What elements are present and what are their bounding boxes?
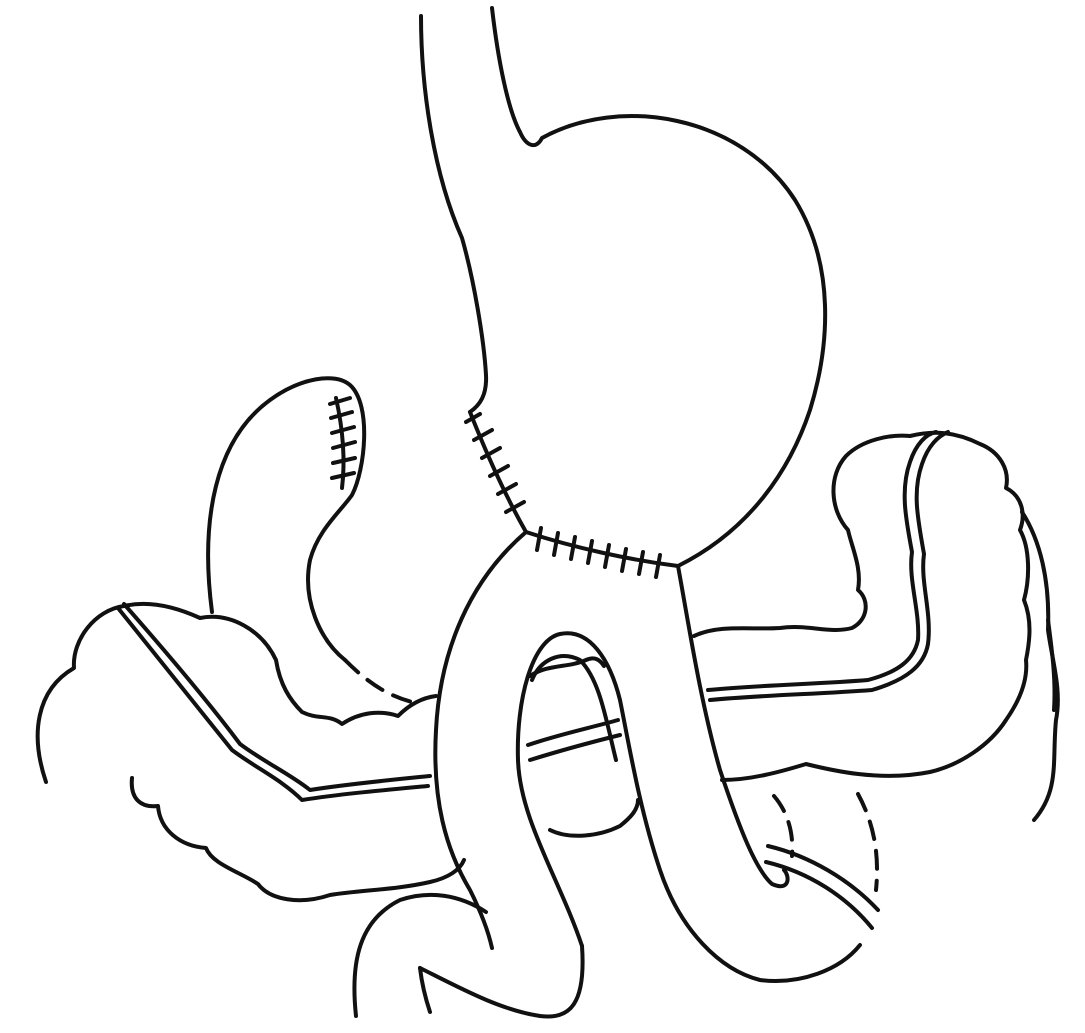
colon-left-taenia-b [122, 602, 432, 792]
colon-middle-taenia-a [526, 718, 620, 747]
mesentery-dashed-a [772, 794, 795, 858]
jejunal-loop-outer [515, 631, 862, 983]
colon-left-lower-outline [129, 776, 466, 903]
gastric-remnant-outline [490, 6, 828, 568]
colon-left-upper-outline [35, 601, 438, 784]
colon-right-taenia-b [708, 430, 950, 702]
staple-marks-anastomosis [535, 526, 662, 579]
stump-staple-marks [328, 396, 357, 490]
roux-limb-right-edge [676, 564, 790, 889]
roux-limb-left-edge [433, 530, 528, 950]
jejunal-loop-inner [530, 654, 618, 762]
colon-left-taenia-a [116, 606, 430, 802]
esophagus-left-wall [419, 14, 489, 414]
jejunum-bottom-right [418, 944, 585, 1019]
duodenal-stump-loop [206, 376, 367, 662]
colon-middle-lower [548, 798, 640, 838]
colon-middle-upper [528, 656, 606, 678]
jejunum-bottom-left [352, 892, 488, 1018]
jejunum-bottom-cut [418, 966, 432, 1014]
mesentery-vessel-a [766, 844, 880, 912]
staple-marks-vertical [464, 412, 526, 514]
colon-right-upper-outline [692, 430, 1032, 782]
colon-right-taenia-a [706, 430, 938, 692]
gastrojejunal-anastomosis-line [524, 530, 680, 568]
duodenal-stump-dashed [343, 658, 414, 704]
mesentery-dashed-b [856, 792, 880, 892]
colon-descending-inner [1046, 618, 1057, 712]
mesentery-vessel-b [764, 860, 874, 930]
